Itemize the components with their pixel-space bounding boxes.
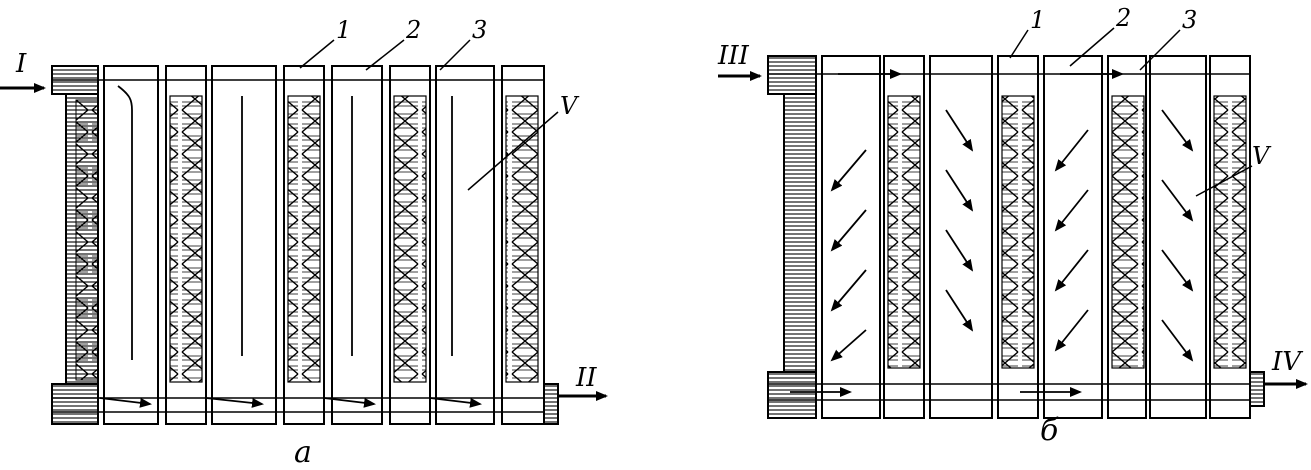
- corrugated-plates-a: [169, 95, 539, 383]
- labels-a: I II 1 2 3 V a: [15, 16, 597, 470]
- part-label-a-3: 3: [472, 16, 487, 44]
- corrugated-plates-b: [887, 95, 1247, 369]
- caption-a: a: [294, 435, 312, 466]
- leader-lines: [299, 27, 1253, 197]
- flow-arrows-a: [99, 85, 482, 408]
- part-label-b-V: V: [1252, 142, 1272, 170]
- end-plate-right-left: [767, 55, 817, 419]
- part-label-b-1: 1: [1030, 6, 1045, 34]
- assembly-a: [0, 65, 608, 425]
- labels-b: III IV 1 2 3 V б: [717, 4, 1303, 448]
- plate-frames-b: [821, 55, 1251, 419]
- assembly-b: [718, 55, 1308, 419]
- outlet-label-b: IV: [1271, 347, 1303, 377]
- end-plate-left: [51, 65, 99, 425]
- plate-frames-a: [103, 65, 545, 425]
- part-label-a-2: 2: [405, 16, 421, 44]
- caption-b: б: [1040, 413, 1059, 448]
- inlet-label-a: I: [15, 49, 27, 79]
- part-label-a-V: V: [560, 92, 580, 120]
- outlet-label-a: II: [575, 363, 597, 393]
- part-label-b-2: 2: [1115, 4, 1131, 32]
- flow-arrows-b: [790, 69, 1194, 397]
- ports-a: [52, 79, 559, 425]
- part-label-a-1: 1: [336, 16, 351, 44]
- part-label-b-3: 3: [1182, 6, 1197, 34]
- inlet-label-b: III: [717, 41, 750, 71]
